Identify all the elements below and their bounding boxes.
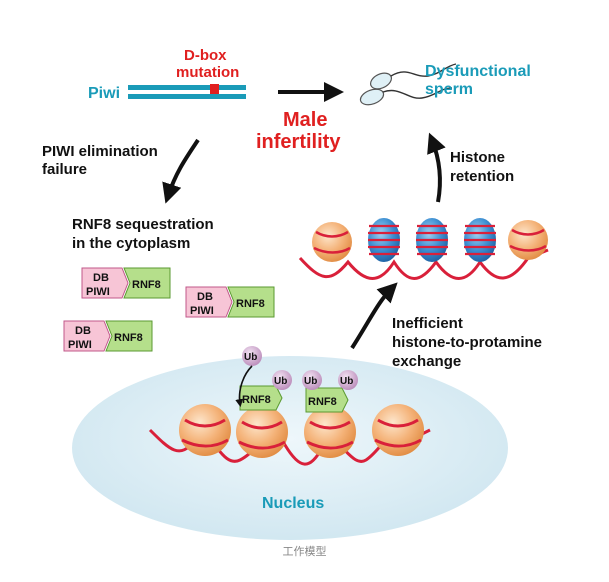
svg-text:RNF8: RNF8	[242, 394, 271, 406]
piwi-elimination-line1: PIWI elimination	[42, 143, 158, 160]
figure-caption: 工作模型	[282, 545, 327, 558]
svg-text:Ub: Ub	[340, 376, 353, 387]
histone-retention-line1: Histone	[450, 149, 505, 166]
svg-text:PIWI: PIWI	[86, 286, 110, 298]
svg-text:RNF8: RNF8	[114, 332, 143, 344]
dbox-label-line1: D-box	[184, 47, 227, 64]
arrow-to-cytoplasm	[162, 138, 200, 204]
arrow-inefficient-exchange	[350, 282, 398, 350]
nucleus-ellipse	[72, 356, 508, 540]
piwi-rnf8-complex-1: DB PIWI RNF8	[81, 267, 171, 299]
nuclear-chromatin	[148, 404, 431, 466]
dysfunctional-label-line1: Dysfunctional	[425, 63, 531, 80]
piwi-elimination-line2: failure	[42, 161, 87, 178]
sperm-icon	[359, 63, 457, 106]
svg-text:RNF8: RNF8	[308, 396, 337, 408]
svg-text:Ub: Ub	[244, 352, 257, 363]
svg-text:PIWI: PIWI	[190, 305, 214, 317]
retained-histone-chromatin	[298, 218, 549, 280]
svg-text:DB: DB	[93, 272, 109, 284]
male-infertility-line2: infertility	[256, 131, 341, 153]
dbox-label-line2: mutation	[176, 64, 239, 81]
inefficient-line2: histone-to-protamine	[392, 334, 542, 351]
ubiquitin-marks: Ub Ub Ub Ub	[235, 346, 358, 408]
inefficient-line1: Inefficient	[392, 315, 463, 332]
arrow-histone-retention	[427, 132, 446, 203]
histone-retention-line2: retention	[450, 168, 514, 185]
rnf8-sequestration-line1: RNF8 sequestration	[72, 216, 214, 233]
male-infertility-line1: Male	[283, 109, 327, 131]
dbox-mutation-mark	[210, 84, 219, 94]
nucleus-label: Nucleus	[262, 495, 324, 512]
rnf8-sequestration-line2: in the cytoplasm	[72, 235, 190, 252]
svg-text:Ub: Ub	[304, 376, 317, 387]
svg-text:PIWI: PIWI	[68, 339, 92, 351]
nuclear-rnf8-1: RNF8	[239, 385, 283, 411]
piwi-gene-bar	[128, 84, 246, 99]
piwi-rnf8-complex-3: DB PIWI RNF8	[63, 320, 153, 352]
nuclear-rnf8-2: RNF8	[305, 387, 349, 413]
piwi-rnf8-complex-2: DB PIWI RNF8	[185, 286, 275, 318]
svg-text:DB: DB	[197, 291, 213, 303]
dysfunctional-label-line2: sperm	[425, 81, 473, 98]
inefficient-line3: exchange	[392, 353, 461, 370]
piwi-label: Piwi	[88, 85, 120, 102]
svg-text:DB: DB	[75, 325, 91, 337]
svg-text:RNF8: RNF8	[132, 279, 161, 291]
svg-text:RNF8: RNF8	[236, 298, 265, 310]
svg-text:Ub: Ub	[274, 376, 287, 387]
